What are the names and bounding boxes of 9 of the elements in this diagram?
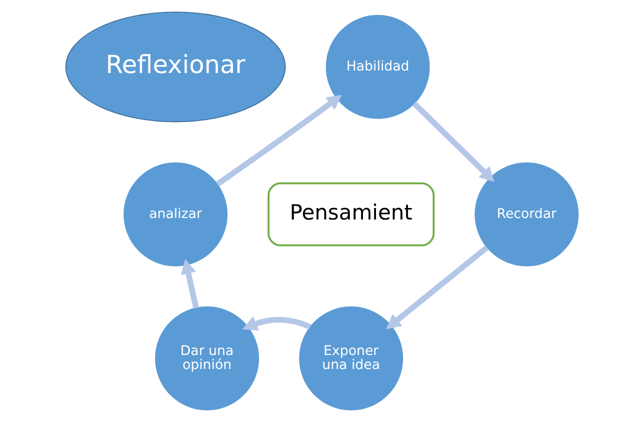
arrow: [412, 101, 495, 182]
arrow: [242, 316, 312, 331]
node-ellipse: Reflexionar: [65, 12, 286, 122]
arrow: [386, 245, 489, 330]
arrow: [216, 94, 342, 186]
node-circle: analizar: [124, 162, 228, 266]
node-circle: Recordar: [474, 162, 579, 266]
arrow: [180, 259, 199, 309]
node-box: Pensamient: [268, 182, 435, 246]
